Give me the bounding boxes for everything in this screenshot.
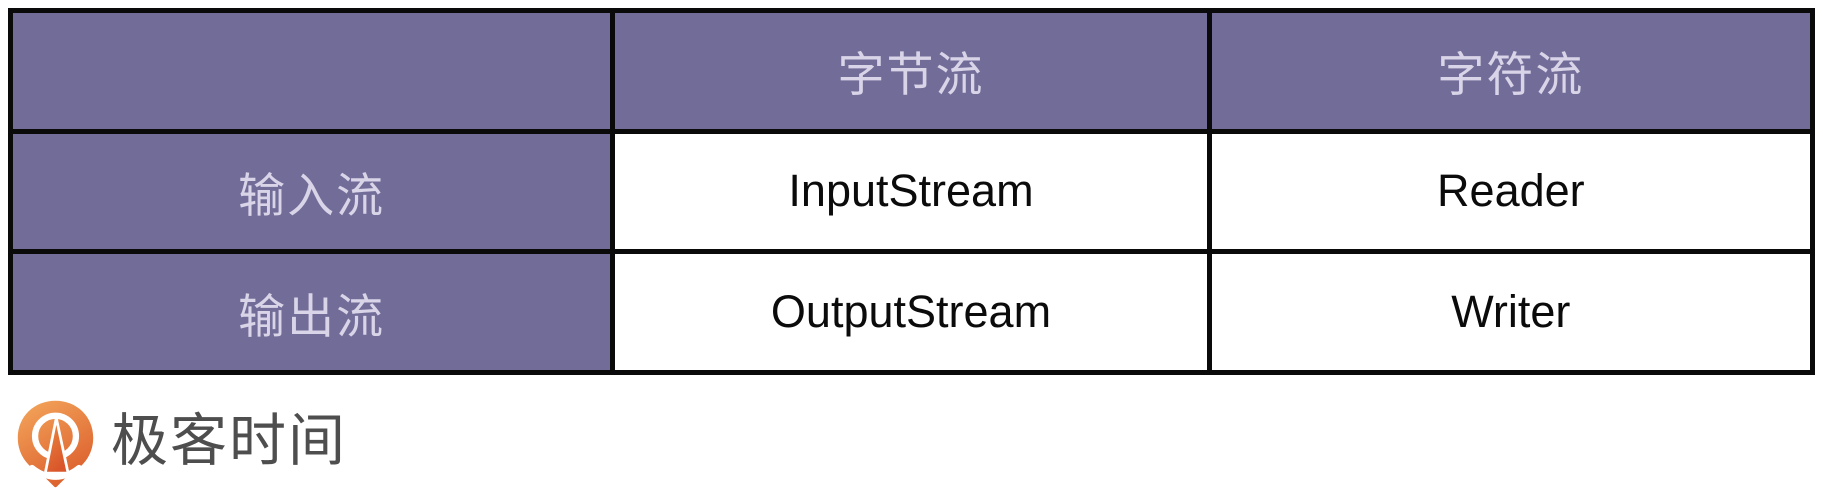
row-header-output-stream: 输出流 [13, 254, 611, 370]
cell-inputstream: InputStream [615, 133, 1207, 250]
io-streams-table: 字节流 字符流 输入流 InputStream Reader 输出流 Outpu… [8, 8, 1815, 375]
cell-outputstream: OutputStream [615, 254, 1207, 370]
geektime-logo: 极客时间 [16, 399, 347, 489]
cell-reader: Reader [1211, 133, 1810, 250]
column-header-char-stream: 字符流 [1211, 13, 1810, 129]
table-corner-cell [13, 13, 611, 129]
row-header-input-stream: 输入流 [13, 133, 611, 250]
geektime-logo-text: 极客时间 [111, 408, 347, 473]
column-header-byte-stream: 字节流 [615, 13, 1207, 129]
geektime-pin-icon [17, 400, 94, 488]
cell-writer: Writer [1211, 254, 1810, 370]
